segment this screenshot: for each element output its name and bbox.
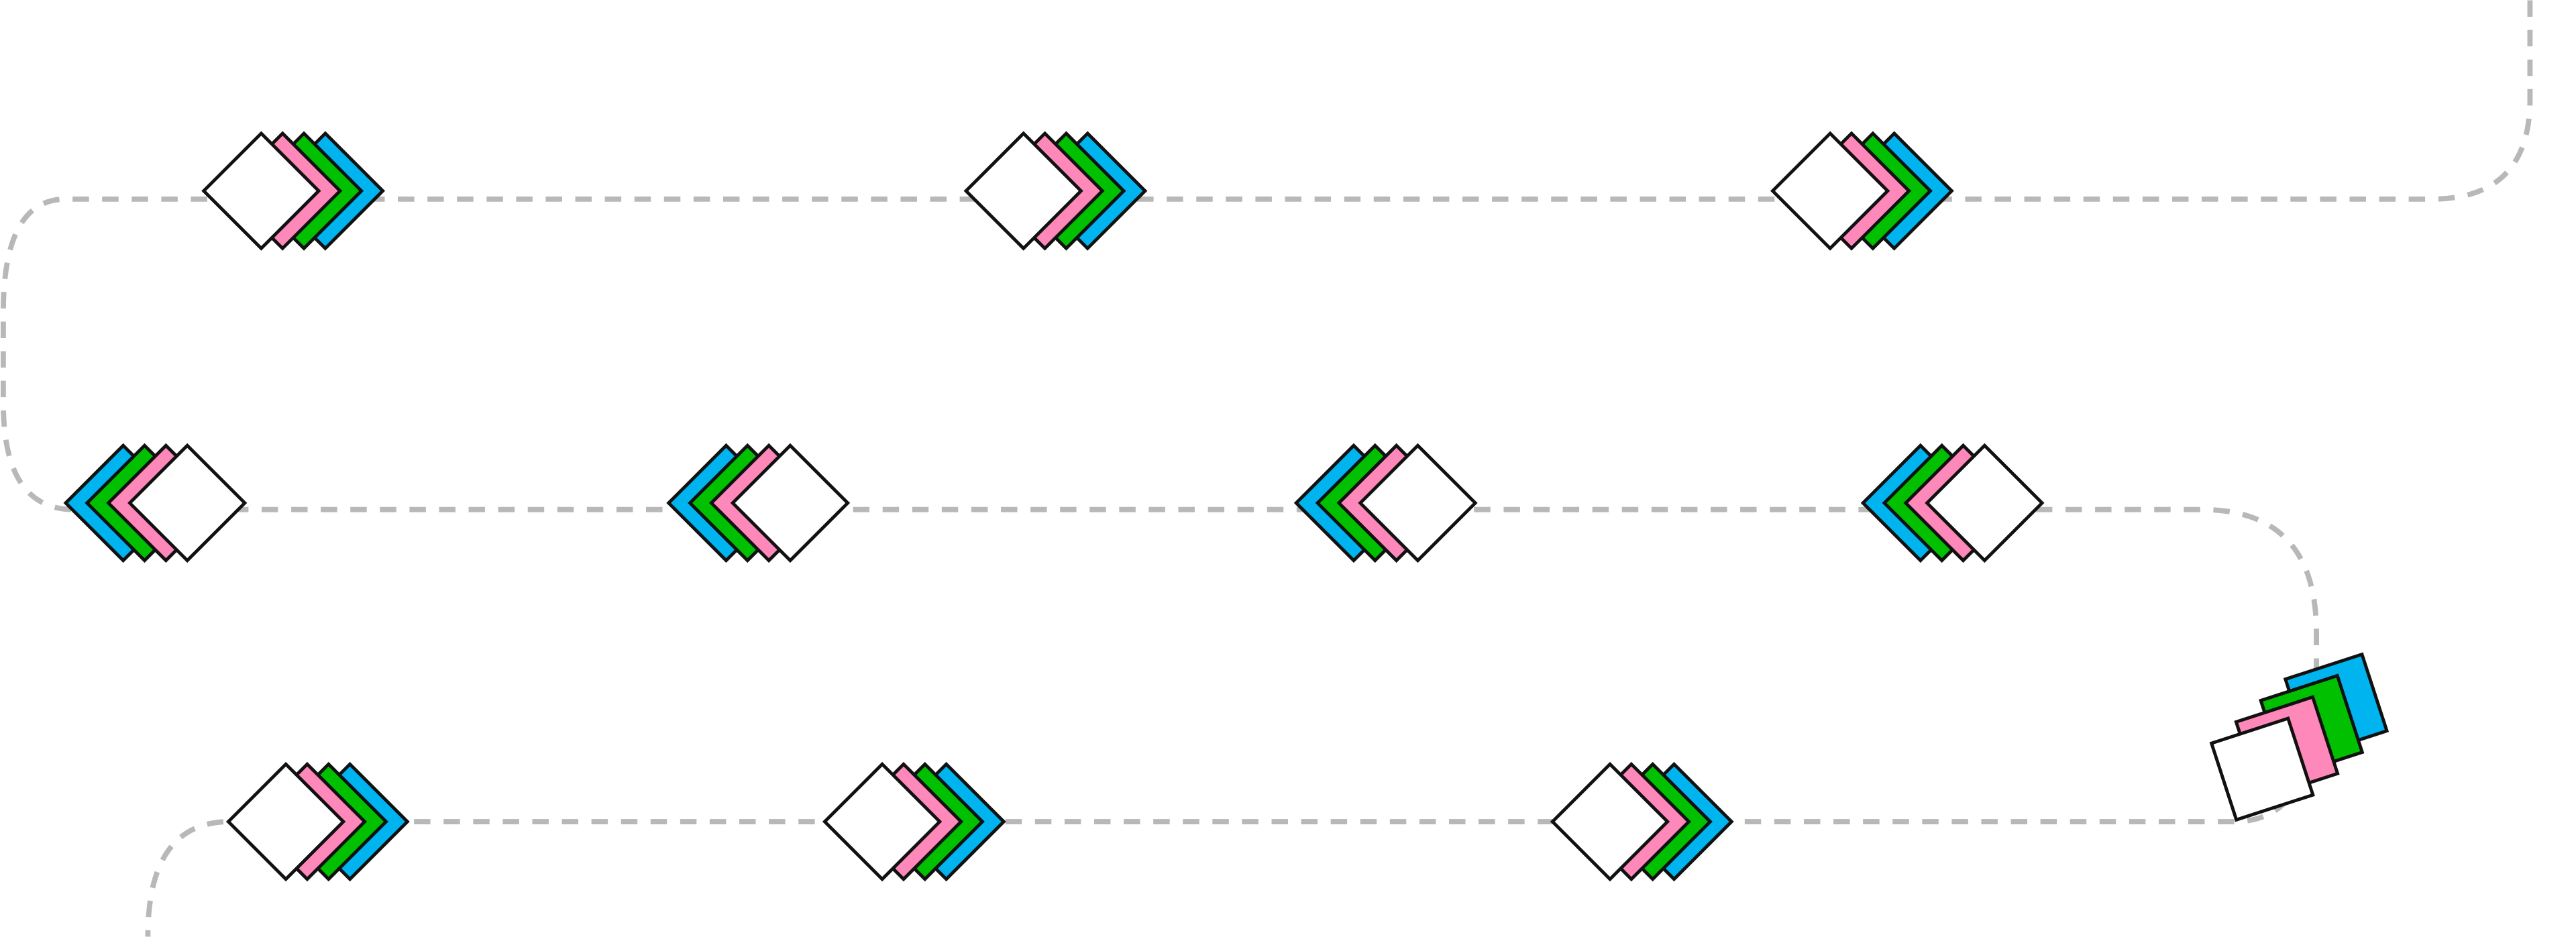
layer-stack-row2-4	[1860, 443, 2045, 563]
white-layer-square	[225, 761, 346, 882]
layer-stack-row2-1	[63, 443, 248, 563]
stacks-group	[63, 131, 2390, 882]
white-layer-square	[2209, 716, 2315, 822]
white-layer-square	[1550, 761, 1670, 882]
white-layer-square	[1358, 443, 1478, 563]
white-layer-square	[963, 131, 1083, 251]
white-layer-square	[822, 761, 943, 882]
layer-stack-row3-2	[822, 761, 1006, 882]
layer-stack-row3-3	[1550, 761, 1734, 882]
layer-stack-row2-2	[666, 443, 851, 563]
white-layer-square	[127, 443, 248, 563]
white-layer-square	[730, 443, 851, 563]
white-layer-square	[1770, 131, 1890, 251]
layer-stack-row1-1	[201, 131, 386, 251]
layer-stack-row1-3	[1770, 131, 1954, 251]
white-layer-square	[1925, 443, 2045, 563]
white-layer-square	[201, 131, 321, 251]
layer-stack-row1-2	[963, 131, 1148, 251]
layer-stack-row2-3	[1293, 443, 1478, 563]
layer-stack-corner	[2209, 652, 2390, 822]
layer-stack-row3-1	[225, 761, 410, 882]
